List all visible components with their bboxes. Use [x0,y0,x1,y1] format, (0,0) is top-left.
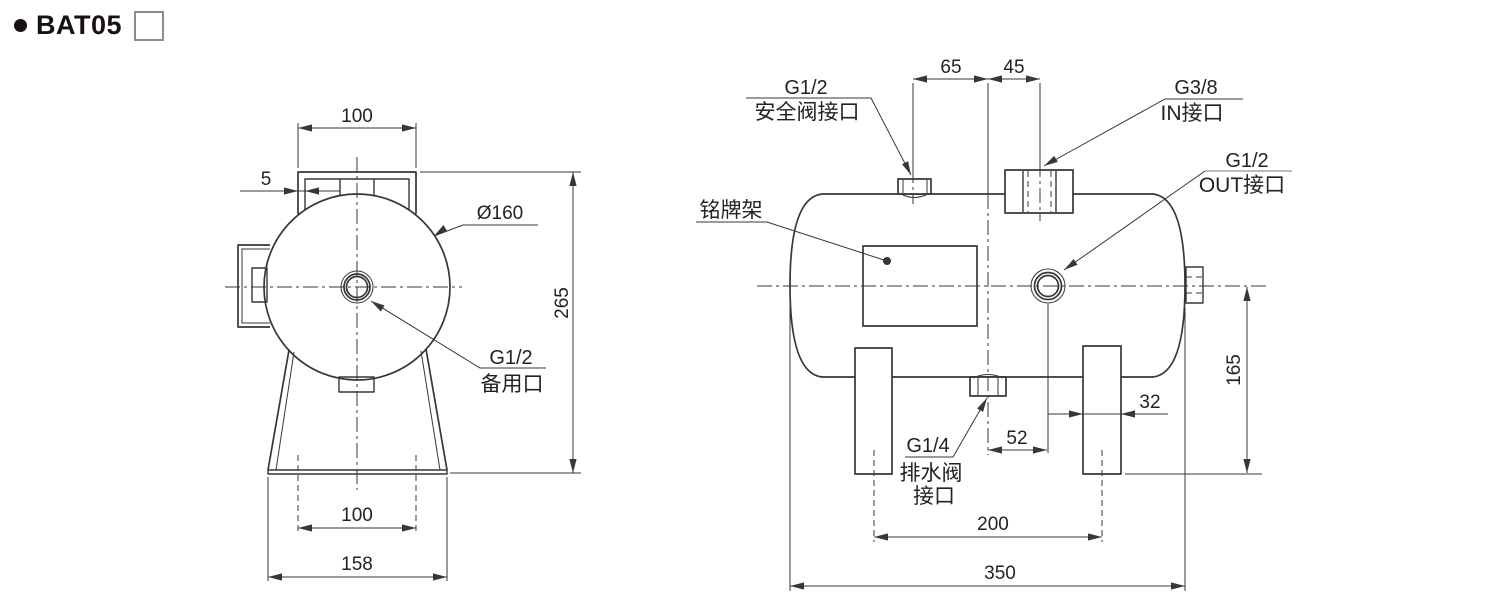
stand [267,348,448,475]
variant-placeholder-box-icon [134,10,165,41]
out-port-label-line1: G1/2 [1225,150,1268,172]
dim-port-height: 165 [1125,287,1262,475]
dim-plate-thickness-label: 5 [261,169,272,190]
dim-leg-width: 32 [1048,392,1168,418]
drain-label-line1: G1/4 [906,435,949,457]
drain-label-line2: 排水阀 [900,462,963,485]
side-boss [237,244,270,328]
side-boss-inner [251,267,268,303]
dim-center-to-out-label: 52 [1006,428,1027,449]
spare-port-label-line1: G1/2 [489,347,532,369]
out-port-label-line2: OUT接口 [1199,174,1285,197]
safety-valve-label-line2: 安全阀接口 [755,101,860,124]
diameter-label: Ø160 [477,203,523,224]
dim-leg-width-label: 32 [1139,392,1160,413]
out-port [1030,268,1066,453]
dim-center-to-in-label: 45 [1003,57,1024,78]
spare-port [340,270,374,304]
end-port [1185,266,1204,304]
dim-plate-thickness: 5 [240,169,340,195]
dim-center-to-out: 52 [988,428,1047,454]
dim-base-inner-width-label: 100 [341,505,373,526]
drain-label-line3: 接口 [913,485,955,508]
dim-base-outer-width-label: 158 [341,554,373,575]
drain-callout: G1/4 排水阀 接口 [900,397,988,508]
dim-leg-spacing-label: 200 [977,514,1009,535]
model-name: BAT05 [36,10,123,40]
dim-safety-to-center-label: 65 [940,57,961,78]
dim-overall-length: 350 [789,295,1186,591]
right-view: 65 45 G1/2 安全阀接口 G3/8 IN接口 G1/2 OUT接口 [696,57,1292,591]
in-port-callout: G3/8 IN接口 [1043,77,1243,167]
dim-leg-spacing: 200 [873,450,1103,542]
dim-top-width-label: 100 [341,106,373,127]
out-port-callout: G1/2 OUT接口 [1063,150,1292,271]
spare-port-callout: G1/2 备用口 [370,300,546,396]
safety-valve-port [897,168,932,204]
dim-overall-length-label: 350 [984,563,1016,584]
nameplate-label: 铭牌架 [700,199,763,222]
dim-top-offsets: 65 45 [912,57,1041,175]
diameter-callout: Ø160 [433,203,538,237]
dim-top-width: 100 [297,106,417,168]
in-port-label-line2: IN接口 [1161,102,1224,125]
dim-port-height-label: 165 [1224,354,1245,386]
safety-valve-label-line1: G1/2 [784,77,827,99]
left-view: 100 5 Ø160 265 G1/2 备用口 [225,106,581,581]
nameplate-callout: 铭牌架 [696,199,891,265]
dim-height-label: 265 [552,287,573,319]
in-port [1004,162,1074,221]
dim-base-inner-width: 100 [297,455,417,533]
in-port-label-line1: G3/8 [1174,77,1217,99]
dim-base-outer-width: 158 [267,477,448,581]
spare-port-label-line2: 备用口 [481,373,544,396]
drawing-title: BAT05 [14,10,165,41]
bullet-icon [14,19,27,32]
dim-height: 265 [420,171,581,474]
safety-valve-callout: G1/2 安全阀接口 [746,77,912,176]
